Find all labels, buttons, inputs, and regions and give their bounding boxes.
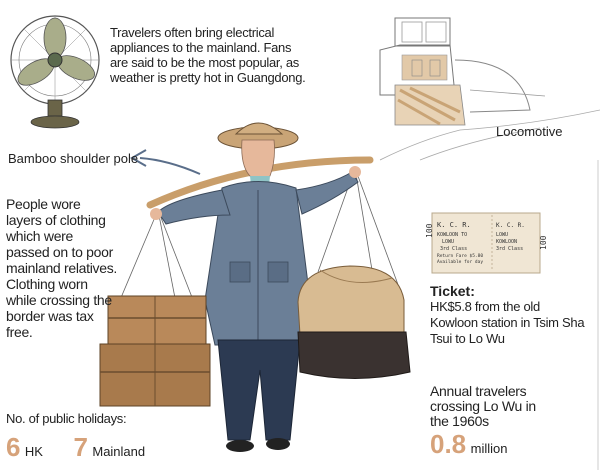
luggage-bag	[297, 265, 411, 379]
travelers-value: 0.8	[430, 429, 467, 459]
locomotive-illustration	[379, 17, 600, 161]
svg-text:Return Fare $5.80: Return Fare $5.80	[437, 253, 483, 259]
electric-fan-illustration	[10, 15, 100, 129]
luggage-boxes	[99, 295, 211, 407]
locomotive-label: Locomotive	[496, 124, 563, 139]
svg-text:3rd Class: 3rd Class	[440, 246, 467, 252]
holidays-label: No. of public holidays:	[6, 411, 127, 426]
holidays-hk-unit: HK	[24, 444, 43, 459]
svg-text:100: 100	[539, 235, 548, 250]
svg-text:KOWLOON TO: KOWLOON TO	[437, 232, 467, 238]
travelers-unit: million	[470, 441, 508, 456]
ticket-text: HK$5.8 from the old Kowloon station in T…	[430, 299, 585, 346]
svg-text:KOWLOON: KOWLOON	[496, 239, 517, 245]
travelers-block: Annual travelers crossing Lo Wu in the 1…	[430, 384, 550, 458]
clothing-note: People wore layers of clothing which wer…	[6, 196, 118, 340]
ticket-title: Ticket:	[430, 283, 475, 299]
svg-text:LOWU: LOWU	[442, 239, 454, 245]
pole-arrow	[129, 149, 201, 175]
train-ticket: K. C. R. KOWLOON TO LOWU 3rd Class Retur…	[425, 212, 548, 274]
holidays-mainland-unit: Mainland	[92, 444, 146, 459]
pole-label: Bamboo shoulder pole	[8, 151, 139, 166]
ticket-caption: Ticket: HK$5.8 from the old Kowloon stat…	[430, 284, 590, 347]
svg-text:LOWU: LOWU	[496, 232, 508, 238]
traveler-figure	[150, 122, 361, 452]
ticket-stub-header: K. C. R.	[437, 221, 471, 229]
fan-note: Travelers often bring electrical applian…	[110, 25, 306, 85]
holidays-block: No. of public holidays: 6 HK 7 Mainland	[6, 411, 176, 461]
holidays-hk-value: 6	[6, 432, 21, 462]
svg-text:K. C. R.: K. C. R.	[496, 222, 525, 229]
holidays-mainland-value: 7	[73, 432, 88, 462]
svg-text:100: 100	[425, 223, 434, 238]
svg-text:3rd Class: 3rd Class	[496, 246, 523, 252]
travelers-label: Annual travelers crossing Lo Wu in the 1…	[430, 383, 536, 429]
svg-text:Available for day: Available for day	[437, 259, 483, 265]
